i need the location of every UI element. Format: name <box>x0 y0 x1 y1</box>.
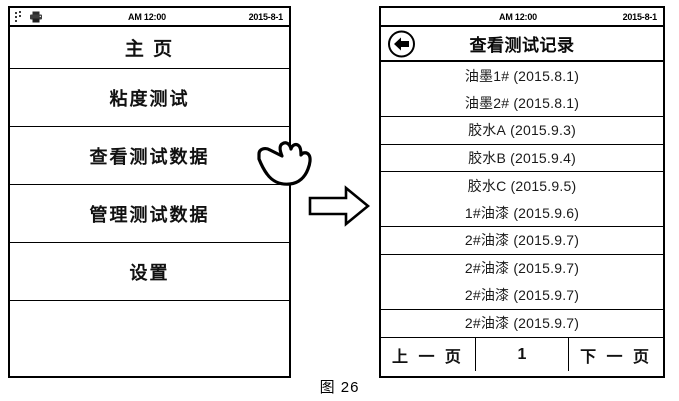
record-name: 胶水B <box>468 149 507 166</box>
current-page-number: 1 <box>474 338 568 371</box>
record-name: 2#油漆 <box>464 287 510 304</box>
record-name: 胶水A <box>468 122 507 139</box>
record-name: 油墨1# <box>464 67 510 84</box>
arrow-right-outline-icon <box>308 185 371 227</box>
list-item[interactable]: 油墨2# (2015.8.1) <box>381 90 663 117</box>
list-item[interactable]: 胶水C (2015.9.5) <box>381 172 663 200</box>
record-list: 油墨1# (2015.8.1) 油墨2# (2015.8.1) 胶水A (201… <box>381 62 663 337</box>
next-page-button[interactable]: 下 一 页 <box>568 338 663 371</box>
record-page-title: 查看测试记录 <box>469 36 575 55</box>
back-button[interactable] <box>388 30 415 57</box>
record-name: 2#油漆 <box>464 232 510 249</box>
figure-caption: 图 26 <box>319 379 360 396</box>
page-title: 主 页 <box>10 27 289 69</box>
list-item[interactable]: 胶水B (2015.9.4) <box>381 145 663 172</box>
record-date: (2015.9.5) <box>510 177 577 194</box>
menu-item-viscosity-test[interactable]: 粘度测试 <box>10 69 289 127</box>
record-name: 2#油漆 <box>464 315 510 332</box>
record-date: (2015.8.1) <box>513 94 580 111</box>
record-name: 油墨2# <box>464 94 510 111</box>
printer-icon <box>29 11 43 23</box>
record-date: (2015.9.7) <box>513 287 580 304</box>
record-date: (2015.9.7) <box>513 260 580 277</box>
record-name: 1#油漆 <box>464 204 510 221</box>
pagination-bar: 上 一 页 1 下 一 页 <box>381 337 663 371</box>
home-status-bar: AM 12:00 2015-8-1 <box>10 8 289 27</box>
list-item[interactable]: 2#油漆 (2015.9.7) <box>381 310 663 338</box>
list-item[interactable]: 1#油漆 (2015.9.6) <box>381 200 663 227</box>
list-item[interactable]: 油墨1# (2015.8.1) <box>381 62 663 90</box>
record-date: (2015.8.1) <box>513 67 580 84</box>
record-screen-device: AM 12:00 2015-8-1 查看测试记录 油墨1# (2015.8.1)… <box>379 6 665 378</box>
arrow-left-icon <box>394 37 409 50</box>
record-name: 2#油漆 <box>464 260 510 277</box>
list-item[interactable]: 2#油漆 (2015.9.7) <box>381 282 663 310</box>
menu-item-settings[interactable]: 设置 <box>10 243 289 301</box>
record-date: (2015.9.7) <box>513 315 580 332</box>
record-date: (2015.9.4) <box>510 149 576 166</box>
record-header: 查看测试记录 <box>381 27 663 62</box>
home-status-icons <box>10 11 102 23</box>
signal-dots-icon <box>15 11 24 22</box>
previous-page-button[interactable]: 上 一 页 <box>392 348 464 366</box>
list-item[interactable]: 胶水A (2015.9.3) <box>381 117 663 145</box>
home-menu-list: 主 页 粘度测试 查看测试数据 管理测试数据 设置 <box>10 27 289 364</box>
menu-item-view-test-data[interactable]: 查看测试数据 <box>10 127 289 185</box>
menu-item-manage-test-data[interactable]: 管理测试数据 <box>10 185 289 243</box>
record-name: 胶水C <box>467 177 507 194</box>
home-screen-device: AM 12:00 2015-8-1 主 页 粘度测试 查看测试数据 管理测试数据… <box>8 6 291 378</box>
list-item[interactable]: 2#油漆 (2015.9.7) <box>381 255 663 283</box>
record-date: (2015.9.6) <box>513 204 580 221</box>
record-date: (2015.9.7) <box>513 232 580 249</box>
record-date: (2015.9.3) <box>510 122 576 139</box>
record-status-bar: AM 12:00 2015-8-1 <box>381 8 663 27</box>
home-status-date: 2015-8-1 <box>248 11 284 22</box>
record-status-time: AM 12:00 <box>499 11 537 22</box>
record-status-date: 2015-8-1 <box>622 11 658 22</box>
home-status-time: AM 12:00 <box>128 11 166 22</box>
pointing-hand-icon <box>256 136 314 188</box>
list-item[interactable]: 2#油漆 (2015.9.7) <box>381 227 663 255</box>
menu-empty-area <box>10 301 289 364</box>
